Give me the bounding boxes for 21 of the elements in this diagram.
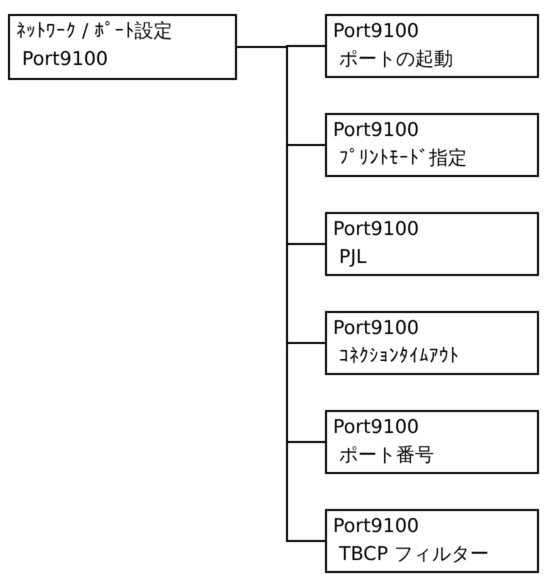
menu-box bbox=[8, 14, 237, 80]
menu-box bbox=[325, 509, 539, 573]
menu-box bbox=[325, 212, 539, 276]
menu-item: ポート番号 bbox=[338, 443, 435, 468]
menu-box bbox=[325, 14, 539, 78]
menu-title: Port9100 bbox=[333, 415, 420, 440]
menu-title: Port9100 bbox=[333, 19, 420, 44]
menu-title: ﾈｯﾄﾜｰｸ / ﾎﾟｰﾄ設定 bbox=[16, 19, 174, 44]
menu-item: PJL bbox=[338, 245, 368, 270]
menu-box bbox=[325, 311, 539, 375]
menu-item: Port9100 bbox=[21, 47, 110, 72]
menu-item: TBCP フィルター bbox=[338, 542, 490, 567]
menu-title: Port9100 bbox=[333, 316, 420, 341]
menu-box bbox=[325, 410, 539, 474]
menu-item: ポートの起動 bbox=[338, 47, 454, 72]
menu-title: Port9100 bbox=[333, 514, 420, 539]
menu-item: ﾌﾟﾘﾝﾄﾓｰﾄﾞ指定 bbox=[338, 146, 468, 171]
menu-title: Port9100 bbox=[333, 118, 420, 143]
menu-box bbox=[325, 113, 539, 177]
menu-item: ｺﾈｸｼｮﾝﾀｲﾑｱｳﾄ bbox=[338, 344, 460, 369]
menu-title: Port9100 bbox=[333, 217, 420, 242]
